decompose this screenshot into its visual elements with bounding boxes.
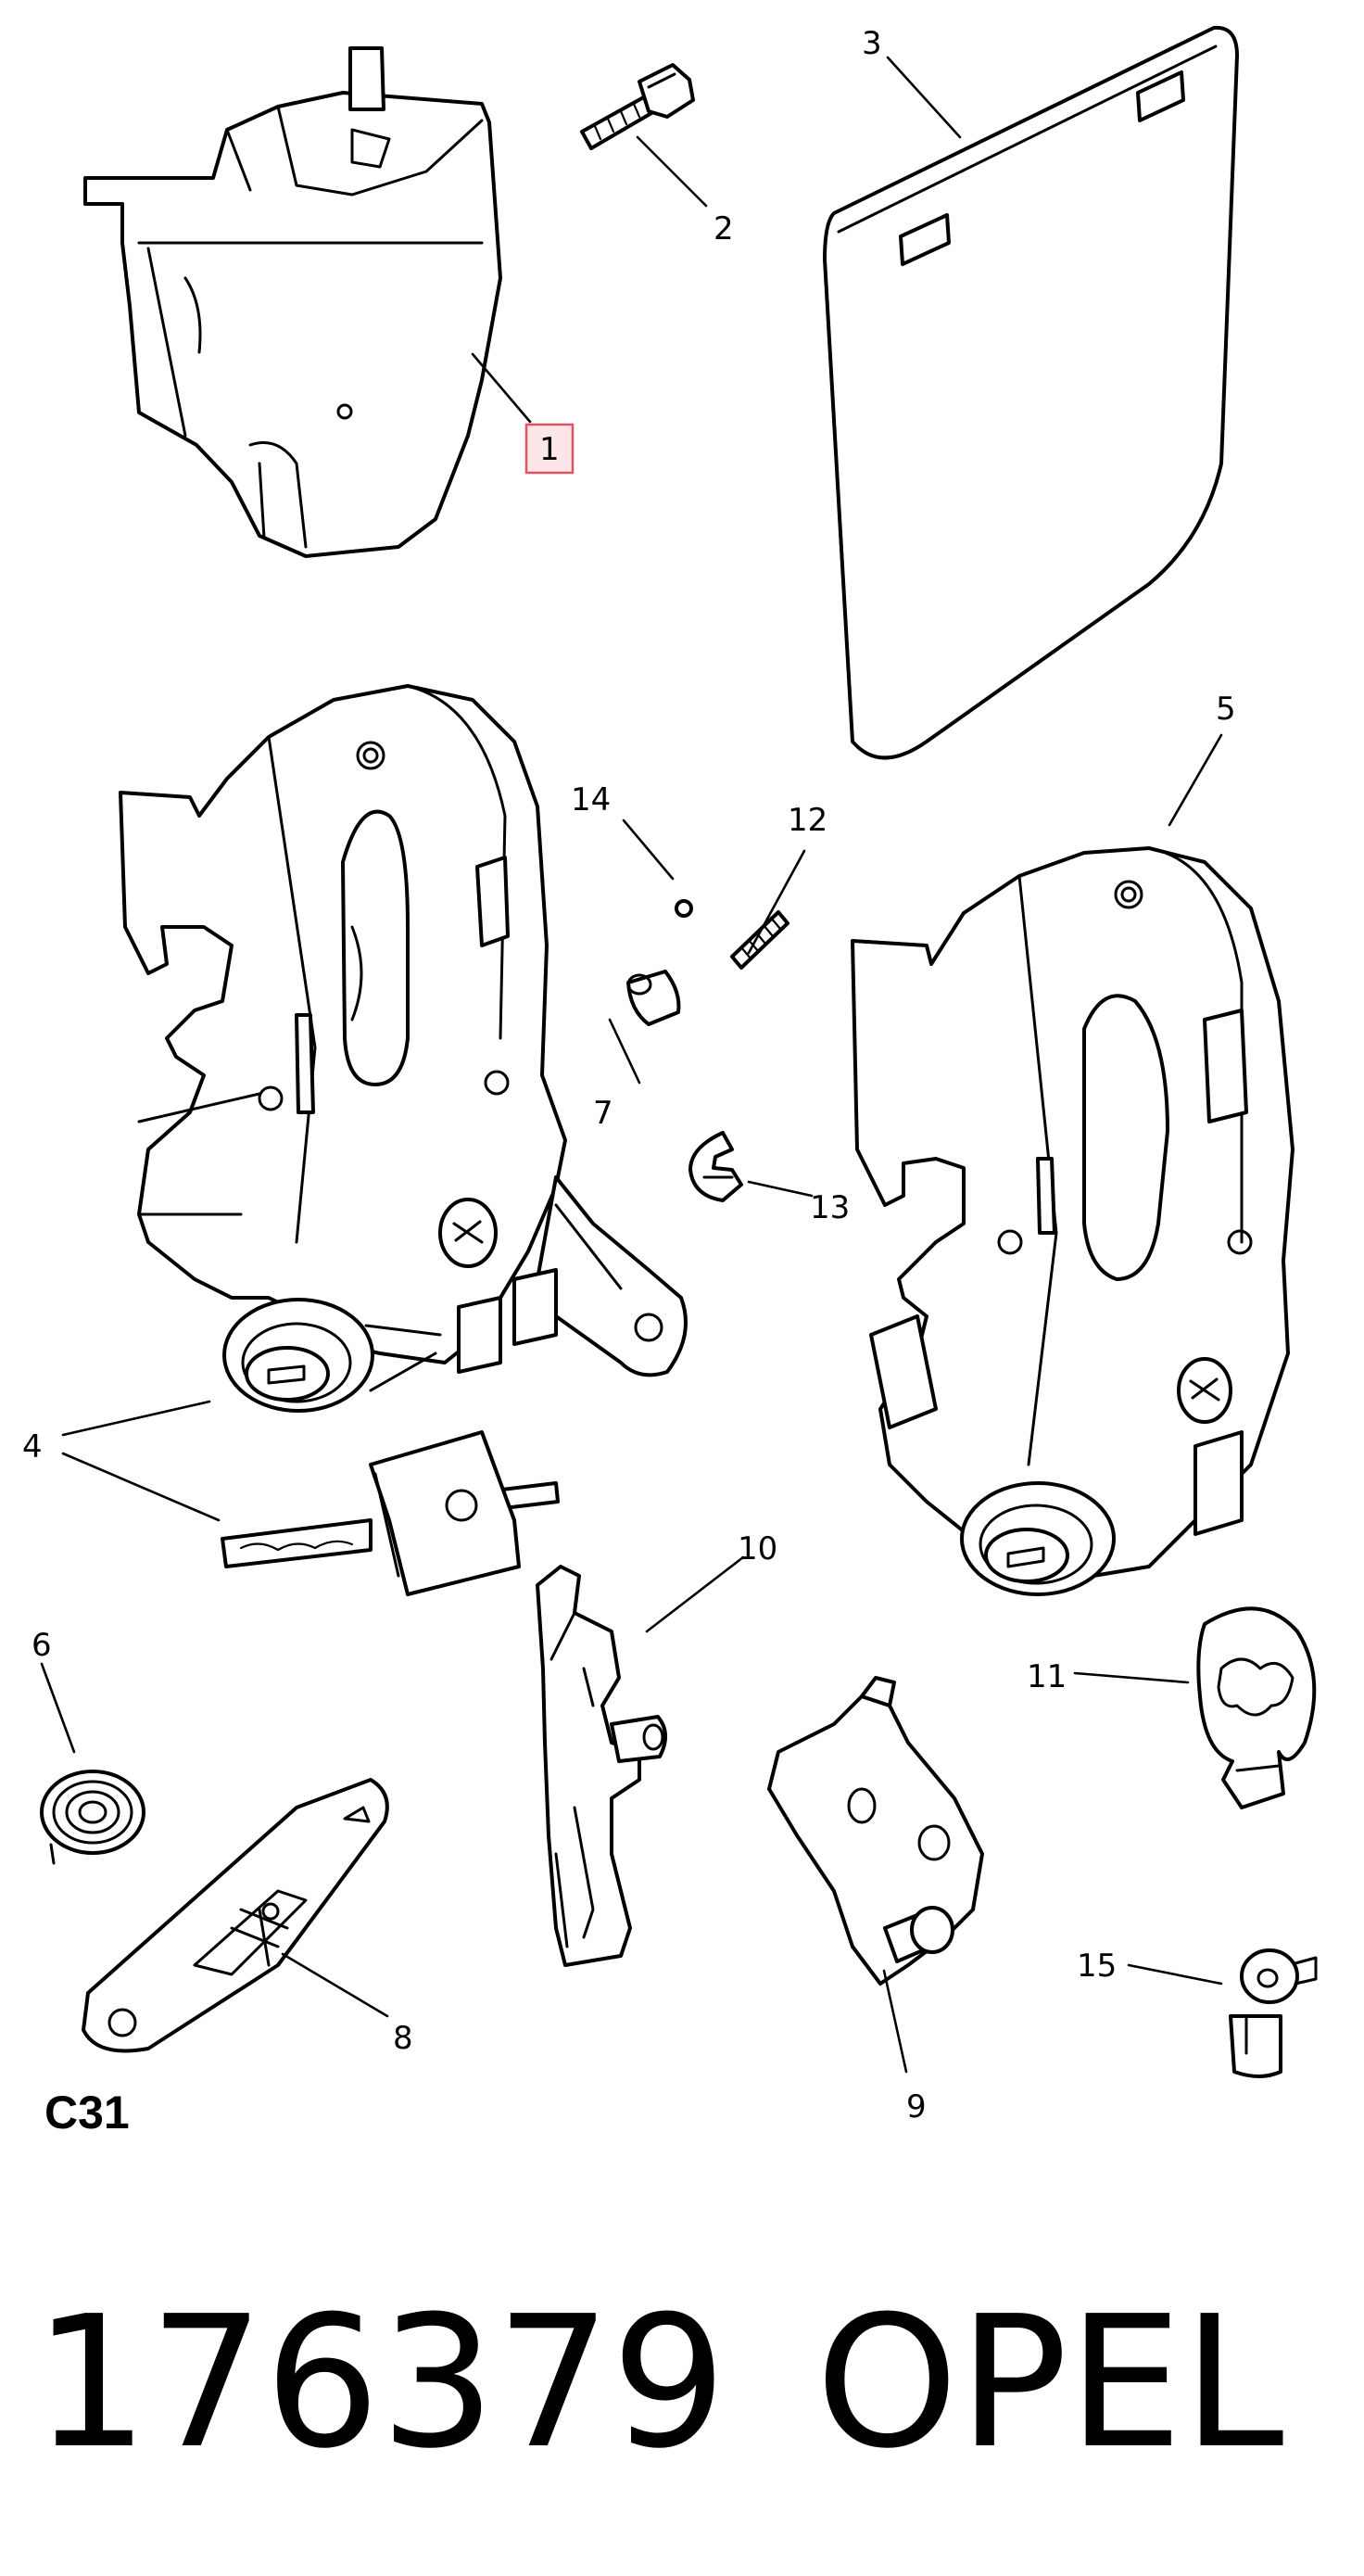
part-11-washer	[1196, 1606, 1317, 1809]
callout-11: 11	[1027, 1658, 1067, 1695]
callout-7: 7	[593, 1095, 613, 1132]
callout-1-highlight	[524, 423, 575, 475]
part-2-bolt	[580, 63, 695, 150]
part-10-pawl-lever	[536, 1565, 667, 1967]
part-12-small-spring	[730, 910, 789, 970]
callout-9: 9	[906, 2088, 927, 2126]
leader-lines	[40, 56, 1223, 2074]
part-8-lever-plate	[82, 1778, 389, 2053]
callout-15: 15	[1077, 1948, 1117, 1985]
part-9-cam-plate	[767, 1676, 984, 1986]
part-1-housing	[83, 46, 502, 558]
part-15-eye-clip	[1229, 1948, 1318, 2078]
callout-8: 8	[393, 2020, 413, 2057]
callout-3: 3	[862, 25, 882, 62]
brand-name: OPEL	[815, 2278, 1284, 2489]
callout-10: 10	[738, 1530, 777, 1567]
callout-6: 6	[32, 1627, 52, 1664]
part-5-lock-body	[851, 846, 1295, 1596]
part-7-bushing	[626, 970, 681, 1026]
callout-labels: 1 2 3 4 5 6 7 8 9 10 11 12 13 14 15	[22, 25, 1236, 2126]
diagram-code: C31	[44, 2087, 130, 2138]
part-6-spring	[40, 1770, 145, 1865]
callout-13: 13	[810, 1189, 850, 1226]
callout-14: 14	[571, 781, 611, 818]
callout-12: 12	[788, 802, 827, 839]
part-14-ball	[675, 899, 693, 918]
callout-4: 4	[22, 1428, 43, 1466]
part-4-lock-body	[119, 684, 688, 1413]
part-number: 176379	[33, 2278, 726, 2489]
part-3-cover-plate	[823, 25, 1239, 760]
callout-1: 1	[539, 431, 560, 468]
part-13-clip	[688, 1131, 743, 1202]
part-4-key	[221, 1430, 560, 1596]
callout-2: 2	[714, 210, 734, 247]
callout-5: 5	[1216, 691, 1236, 728]
